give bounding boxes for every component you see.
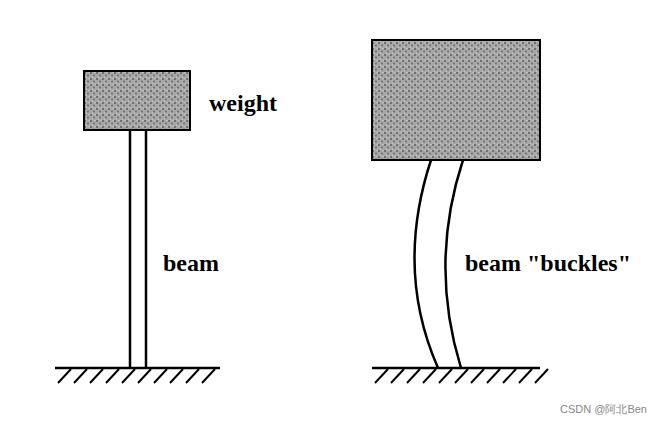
ground-line (55, 367, 220, 370)
hatch-stroke (154, 369, 167, 383)
weight-block (84, 71, 190, 130)
hatch-stroke (423, 369, 436, 383)
hatch-stroke (375, 369, 388, 383)
weight-block (372, 40, 540, 160)
ground-hatching (58, 369, 548, 383)
hatch-stroke (186, 369, 199, 383)
hatch-stroke (519, 369, 532, 383)
hatch-stroke (439, 369, 452, 383)
part-label: beam (163, 251, 219, 275)
hatch-stroke (487, 369, 500, 383)
hatch-stroke (202, 369, 215, 383)
hatch-stroke (455, 369, 468, 383)
beam-edge (415, 160, 438, 368)
part-label: beam "buckles" (465, 251, 631, 275)
beam-edge (445, 160, 463, 368)
beam-edge (145, 130, 148, 368)
watermark: CSDN @阿北Ben (560, 404, 647, 415)
beam-edge (129, 130, 132, 368)
hatch-stroke (535, 369, 548, 383)
hatch-stroke (391, 369, 404, 383)
hatch-stroke (138, 369, 151, 383)
hatch-stroke (58, 369, 71, 383)
hatch-stroke (503, 369, 516, 383)
hatch-stroke (106, 369, 119, 383)
hatch-stroke (90, 369, 103, 383)
hatch-stroke (122, 369, 135, 383)
hatch-stroke (74, 369, 87, 383)
hatch-stroke (471, 369, 484, 383)
part-label: weight (209, 91, 277, 115)
hatch-stroke (170, 369, 183, 383)
hatch-stroke (407, 369, 420, 383)
